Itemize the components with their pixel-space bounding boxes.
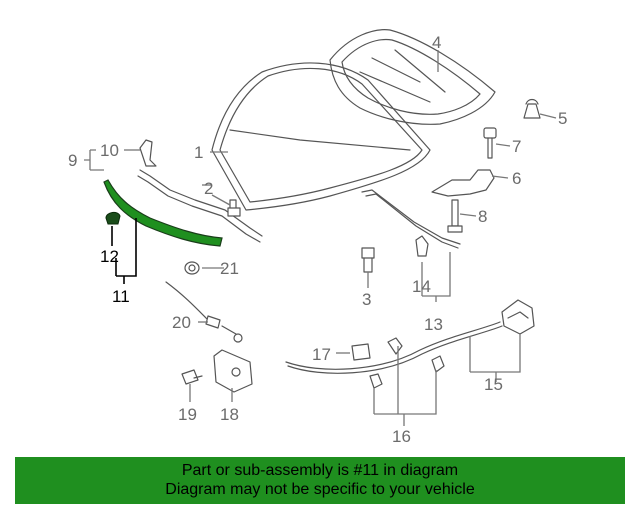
bolt-part-2 (227, 199, 241, 217)
bolt-part-8 (447, 199, 463, 233)
callout-5: 5 (558, 109, 567, 128)
callout-19: 19 (178, 405, 197, 424)
callout-8: 8 (478, 207, 487, 226)
callout-labels: 1 2 3 4 5 6 7 8 9 10 11 12 13 14 15 16 1… (68, 33, 567, 446)
leader-lines-highlight (111, 218, 137, 284)
rod-holder-part-14 (415, 235, 429, 257)
callout-1: 1 (194, 143, 203, 162)
grommet-part-21 (184, 261, 200, 275)
cable-part-20 (165, 281, 243, 343)
callout-12: 12 (100, 247, 119, 266)
callout-3: 3 (362, 290, 371, 309)
part-info-banner: Part or sub-assembly is #11 in diagram D… (15, 457, 625, 504)
parts-diagram: 1 2 3 4 5 6 7 8 9 10 11 12 13 14 15 16 1… (68, 29, 567, 446)
callout-10: 10 (100, 141, 119, 160)
bolt-part-19 (181, 369, 203, 385)
callout-13: 13 (424, 315, 443, 334)
callout-9: 9 (68, 151, 77, 170)
callout-17: 17 (312, 345, 331, 364)
callout-2: 2 (204, 179, 213, 198)
callout-18: 18 (220, 405, 239, 424)
clip-part-5 (523, 98, 541, 119)
latch-part-15 (501, 299, 535, 335)
bolt-part-3 (361, 247, 375, 273)
banner-line-2: Diagram may not be specific to your vehi… (165, 481, 475, 498)
callout-15: 15 (484, 375, 503, 394)
leader-lines (84, 50, 557, 426)
callout-6: 6 (512, 169, 521, 188)
callout-14: 14 (412, 277, 431, 296)
callout-4: 4 (432, 33, 441, 52)
label-part-17 (351, 343, 371, 361)
release-cable-part-16 (285, 321, 503, 389)
hood-panel (211, 62, 431, 211)
clip-part-12 (105, 211, 121, 225)
callout-16: 16 (392, 427, 411, 446)
bracket-part-10 (139, 139, 157, 167)
hood-inner-frame (329, 29, 496, 125)
latch-part-18 (213, 349, 253, 393)
banner-line-1: Part or sub-assembly is #11 in diagram (181, 462, 459, 479)
prop-rod-part-13 (361, 189, 461, 249)
hood-seal-part-9 (137, 169, 263, 243)
callout-20: 20 (172, 313, 191, 332)
hood-seal-part-11 (103, 179, 223, 247)
callout-11: 11 (112, 287, 130, 306)
callout-21: 21 (220, 259, 239, 278)
callout-7: 7 (512, 137, 521, 156)
bolt-part-7 (483, 127, 497, 159)
bracket-part-6 (431, 169, 495, 197)
